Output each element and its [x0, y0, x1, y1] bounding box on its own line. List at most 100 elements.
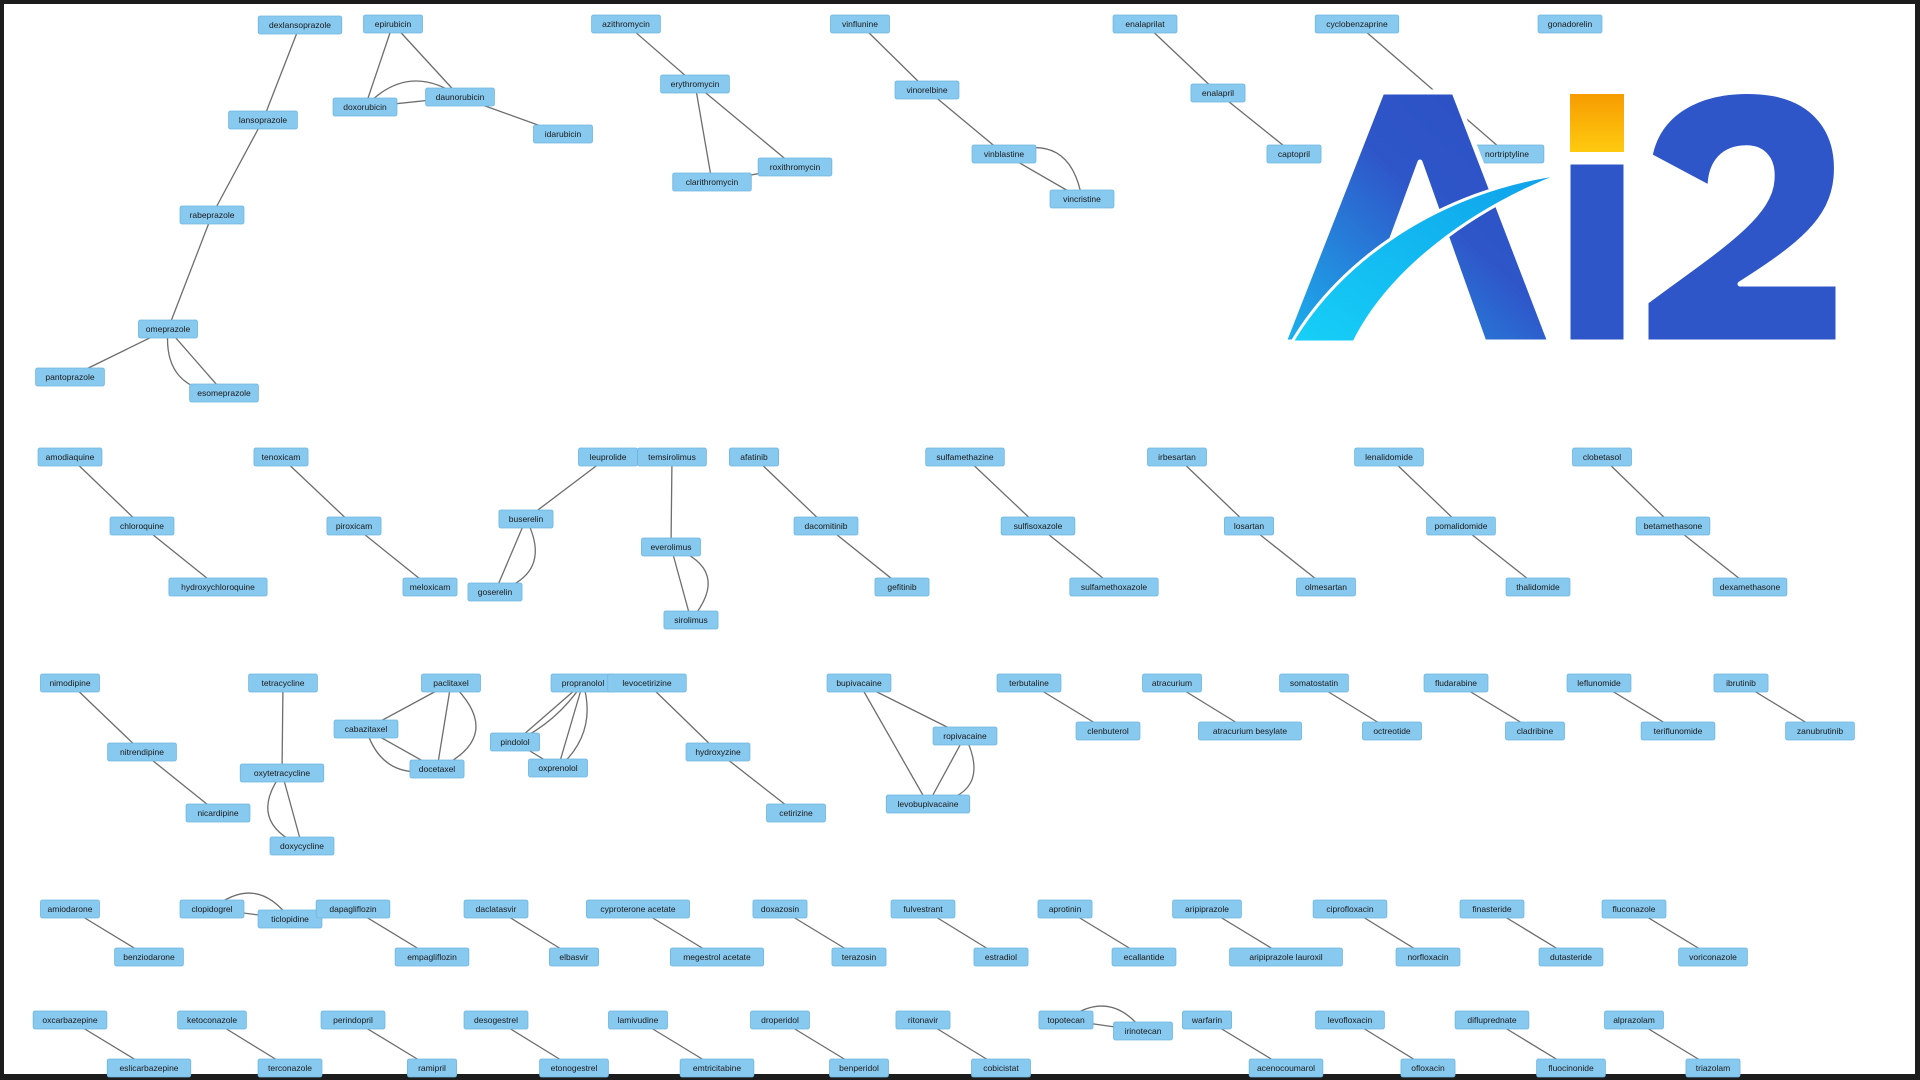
node-tetracycline[interactable]: tetracycline — [248, 673, 318, 693]
node-vinorelbine[interactable]: vinorelbine — [894, 80, 960, 100]
node-gonadorelin[interactable]: gonadorelin — [1537, 14, 1603, 34]
node-warfarin[interactable]: warfarin — [1182, 1010, 1233, 1030]
node-oxytetracycline[interactable]: oxytetracycline — [239, 763, 325, 783]
node-nimodipine[interactable]: nimodipine — [40, 673, 100, 693]
node-pomalidomide[interactable]: pomalidomide — [1426, 516, 1496, 536]
node-finasteride[interactable]: finasteride — [1459, 899, 1525, 919]
node-atracurium[interactable]: atracurium — [1142, 673, 1202, 693]
node-fluconazole[interactable]: fluconazole — [1601, 899, 1667, 919]
node-enalapril[interactable]: enalapril — [1190, 83, 1246, 103]
node-goserelin[interactable]: goserelin — [467, 582, 523, 602]
node-levobupivacaine[interactable]: levobupivacaine — [885, 794, 971, 814]
node-dacomitinib[interactable]: dacomitinib — [793, 516, 859, 536]
node-etonogestrel[interactable]: etonogestrel — [539, 1058, 609, 1078]
node-epirubicin[interactable]: epirubicin — [363, 14, 423, 34]
node-terbutaline[interactable]: terbutaline — [996, 673, 1062, 693]
node-thalidomide[interactable]: thalidomide — [1505, 577, 1571, 597]
node-ticlopidine[interactable]: ticlopidine — [257, 909, 323, 929]
node-difluprednate[interactable]: difluprednate — [1454, 1010, 1530, 1030]
node-gefitinib[interactable]: gefitinib — [874, 577, 930, 597]
node-teriflunomide[interactable]: teriflunomide — [1640, 721, 1716, 741]
node-cabazitaxel[interactable]: cabazitaxel — [333, 719, 399, 739]
node-ecallantide[interactable]: ecallantide — [1111, 947, 1177, 967]
node-terconazole[interactable]: terconazole — [257, 1058, 323, 1078]
node-megestrol-acetate[interactable]: megestrol acetate — [669, 947, 765, 967]
node-vinflunine[interactable]: vinflunine — [830, 14, 890, 34]
node-sulfamethoxazole[interactable]: sulfamethoxazole — [1069, 577, 1159, 597]
node-chloroquine[interactable]: chloroquine — [109, 516, 175, 536]
node-ritonavir[interactable]: ritonavir — [895, 1010, 951, 1030]
node-norfloxacin[interactable]: norfloxacin — [1395, 947, 1461, 967]
node-ropivacaine[interactable]: ropivacaine — [932, 726, 998, 746]
node-fulvestrant[interactable]: fulvestrant — [890, 899, 956, 919]
node-benperidol[interactable]: benperidol — [829, 1058, 889, 1078]
node-amiodarone[interactable]: amiodarone — [40, 899, 100, 919]
node-propranolol[interactable]: propranolol — [550, 673, 616, 693]
node-vincristine[interactable]: vincristine — [1049, 189, 1115, 209]
node-empagliflozin[interactable]: empagliflozin — [394, 947, 470, 967]
node-roxithromycin[interactable]: roxithromycin — [757, 157, 833, 177]
node-daclatasvir[interactable]: daclatasvir — [463, 899, 529, 919]
node-clopidogrel[interactable]: clopidogrel — [179, 899, 245, 919]
node-doxazosin[interactable]: doxazosin — [752, 899, 808, 919]
node-rabeprazole[interactable]: rabeprazole — [179, 205, 245, 225]
node-olmesartan[interactable]: olmesartan — [1296, 577, 1356, 597]
node-buserelin[interactable]: buserelin — [498, 509, 554, 529]
node-cobicistat[interactable]: cobicistat — [971, 1058, 1031, 1078]
node-somatostatin[interactable]: somatostatin — [1279, 673, 1349, 693]
node-bupivacaine[interactable]: bupivacaine — [826, 673, 892, 693]
node-estradiol[interactable]: estradiol — [973, 947, 1029, 967]
node-atracurium-besylate[interactable]: atracurium besylate — [1198, 721, 1302, 741]
node-levocetirizine[interactable]: levocetirizine — [607, 673, 687, 693]
node-dexamethasone[interactable]: dexamethasone — [1712, 577, 1788, 597]
node-vinblastine[interactable]: vinblastine — [971, 144, 1037, 164]
node-fluocinonide[interactable]: fluocinonide — [1536, 1058, 1606, 1078]
node-emtricitabine[interactable]: emtricitabine — [679, 1058, 755, 1078]
node-tenoxicam[interactable]: tenoxicam — [253, 447, 309, 467]
node-aripiprazole[interactable]: aripiprazole — [1172, 899, 1242, 919]
node-azithromycin[interactable]: azithromycin — [591, 14, 661, 34]
node-irbesartan[interactable]: irbesartan — [1147, 447, 1207, 467]
node-cetirizine[interactable]: cetirizine — [766, 803, 826, 823]
node-levofloxacin[interactable]: levofloxacin — [1315, 1010, 1385, 1030]
node-nicardipine[interactable]: nicardipine — [185, 803, 251, 823]
node-dutasteride[interactable]: dutasteride — [1538, 947, 1604, 967]
node-ciprofloxacin[interactable]: ciprofloxacin — [1312, 899, 1388, 919]
node-octreotide[interactable]: octreotide — [1362, 721, 1422, 741]
node-oxcarbazepine[interactable]: oxcarbazepine — [32, 1010, 108, 1030]
node-hydroxyzine[interactable]: hydroxyzine — [685, 742, 751, 762]
node-omeprazole[interactable]: omeprazole — [138, 319, 198, 339]
node-daunorubicin[interactable]: daunorubicin — [425, 87, 495, 107]
node-captopril[interactable]: captopril — [1266, 144, 1322, 164]
node-sirolimus[interactable]: sirolimus — [663, 610, 719, 630]
node-lamivudine[interactable]: lamivudine — [608, 1010, 668, 1030]
node-betamethasone[interactable]: betamethasone — [1635, 516, 1711, 536]
node-triazolam[interactable]: triazolam — [1685, 1058, 1741, 1078]
node-docetaxel[interactable]: docetaxel — [409, 759, 465, 779]
node-clobetasol[interactable]: clobetasol — [1572, 447, 1632, 467]
node-fludarabine[interactable]: fludarabine — [1423, 673, 1489, 693]
node-cyclobenzaprine[interactable]: cyclobenzaprine — [1314, 14, 1400, 34]
node-idarubicin[interactable]: idarubicin — [533, 124, 593, 144]
node-enalaprilat[interactable]: enalaprilat — [1112, 14, 1178, 34]
node-piroxicam[interactable]: piroxicam — [326, 516, 382, 536]
node-eslicarbazepine[interactable]: eslicarbazepine — [106, 1058, 192, 1078]
node-alprazolam[interactable]: alprazolam — [1604, 1010, 1664, 1030]
node-cladribine[interactable]: cladribine — [1505, 721, 1565, 741]
node-pindolol[interactable]: pindolol — [489, 732, 540, 752]
node-irinotecan[interactable]: irinotecan — [1113, 1021, 1173, 1041]
node-pantoprazole[interactable]: pantoprazole — [35, 367, 105, 387]
node-terazosin[interactable]: terazosin — [831, 947, 887, 967]
node-ketoconazole[interactable]: ketoconazole — [177, 1010, 247, 1030]
node-nitrendipine[interactable]: nitrendipine — [107, 742, 177, 762]
node-dapagliflozin[interactable]: dapagliflozin — [315, 899, 391, 919]
node-afatinib[interactable]: afatinib — [729, 447, 780, 467]
node-doxorubicin[interactable]: doxorubicin — [332, 97, 398, 117]
node-dexlansoprazole[interactable]: dexlansoprazole — [257, 15, 343, 35]
node-meloxicam[interactable]: meloxicam — [402, 577, 458, 597]
node-losartan[interactable]: losartan — [1224, 516, 1275, 536]
node-droperidol[interactable]: droperidol — [750, 1010, 810, 1030]
node-aprotinin[interactable]: aprotinin — [1037, 899, 1093, 919]
node-sulfisoxazole[interactable]: sulfisoxazole — [1000, 516, 1076, 536]
node-clarithromycin[interactable]: clarithromycin — [672, 172, 752, 192]
